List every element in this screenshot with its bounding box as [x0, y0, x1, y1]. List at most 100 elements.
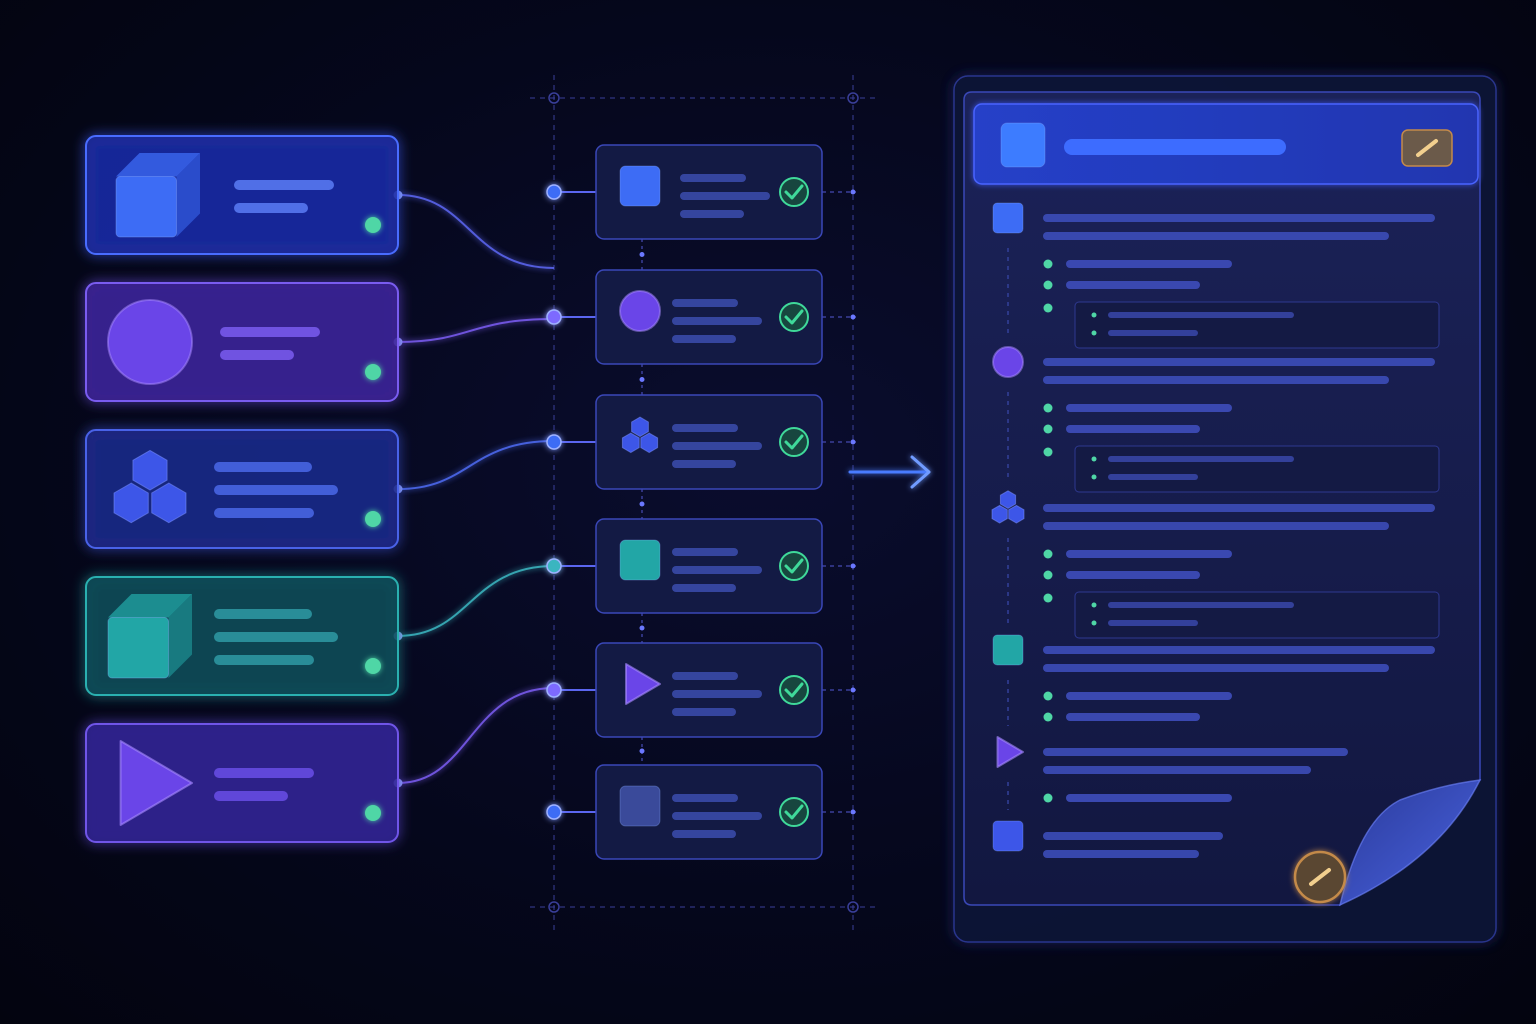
section-heading-line — [1043, 504, 1435, 512]
nested-text-line — [1108, 620, 1198, 626]
square-shape — [992, 820, 1024, 852]
bullet-text-line — [1066, 550, 1232, 558]
section-heading-line — [1043, 376, 1389, 384]
bullet-dot — [1043, 549, 1053, 559]
check-mark — [784, 558, 804, 574]
bullet-text-line — [1066, 692, 1232, 700]
step-output-dot — [850, 563, 856, 569]
square-icon — [992, 202, 1024, 234]
step-card[interactable] — [595, 642, 823, 738]
section-heading-line — [1043, 358, 1435, 366]
hexagon-left — [113, 482, 149, 524]
triangle-shape — [996, 736, 1024, 768]
step-card[interactable] — [595, 144, 823, 240]
cube-icon — [115, 153, 200, 238]
document-section — [992, 634, 1435, 726]
text-placeholder-line — [672, 690, 762, 698]
document-section — [992, 202, 1440, 349]
bullet-dot — [1043, 259, 1053, 269]
step-card[interactable] — [595, 764, 823, 860]
circle-shape — [619, 290, 661, 332]
bullet-text-line — [1066, 404, 1232, 412]
cube-front — [115, 176, 177, 238]
hexagon-top — [132, 449, 168, 491]
nested-bullet-dot — [1091, 620, 1097, 626]
step-card[interactable] — [595, 518, 823, 614]
arrow-head — [910, 455, 931, 489]
grid-crosshair — [548, 92, 560, 104]
source-card[interactable] — [85, 429, 399, 549]
document-sheet — [963, 91, 1481, 906]
source-link — [397, 318, 555, 343]
hexagon-left — [621, 432, 640, 454]
source-link — [397, 565, 555, 637]
bullet-text-line — [1066, 260, 1232, 268]
step-card[interactable] — [595, 394, 823, 490]
section-heading-line — [1043, 766, 1311, 774]
check-ring — [779, 797, 809, 827]
nested-block — [1074, 301, 1440, 349]
source-link — [397, 687, 555, 784]
source-card[interactable] — [85, 282, 399, 402]
text-placeholder-line — [672, 708, 736, 716]
section-heading-line — [1043, 232, 1389, 240]
source-card[interactable] — [85, 723, 399, 843]
bullet-dot — [1043, 447, 1053, 457]
cube-icon — [107, 594, 192, 679]
grid-crosshair — [847, 92, 859, 104]
check-ring — [779, 427, 809, 457]
bus-node — [546, 804, 562, 820]
cube-side — [168, 594, 192, 678]
edit-button[interactable] — [1401, 129, 1453, 167]
circle-icon — [619, 290, 661, 332]
check-mark — [784, 184, 804, 200]
section-heading-line — [1043, 646, 1435, 654]
text-placeholder-line — [672, 794, 738, 802]
circle-shape — [107, 299, 193, 385]
document-section — [996, 736, 1348, 810]
source-card[interactable] — [85, 576, 399, 696]
nested-bullet-dot — [1091, 330, 1097, 336]
bus-node — [546, 682, 562, 698]
text-placeholder-line — [672, 672, 738, 680]
square-shape — [1000, 122, 1046, 168]
bus-node — [546, 558, 562, 574]
section-heading-line — [1043, 664, 1389, 672]
check-ring — [779, 551, 809, 581]
source-card[interactable] — [85, 135, 399, 255]
text-placeholder-line — [214, 462, 312, 472]
bullet-dot — [1043, 280, 1053, 290]
check-circle-icon — [779, 551, 809, 581]
bullet-dot — [1043, 424, 1053, 434]
triangle-shape — [119, 740, 193, 826]
pencil-stroke — [1416, 139, 1438, 157]
step-connector-dot — [639, 625, 645, 631]
section-heading-line — [1043, 850, 1199, 858]
hexagon-right — [151, 482, 187, 524]
text-placeholder-line — [672, 442, 762, 450]
text-placeholder-line — [234, 203, 308, 213]
pencil-icon[interactable] — [1416, 139, 1438, 157]
cube-top — [108, 594, 192, 618]
text-placeholder-line — [214, 632, 338, 642]
hexagon-cluster-icon — [113, 449, 187, 524]
section-heading-line — [1043, 522, 1389, 530]
footer-edit-button[interactable] — [1293, 850, 1347, 904]
pencil-icon[interactable] — [1309, 868, 1331, 886]
bullet-dot — [1043, 403, 1053, 413]
text-placeholder-line — [672, 812, 762, 820]
step-connector-dot — [639, 252, 645, 257]
text-placeholder-line — [672, 566, 762, 574]
text-placeholder-line — [214, 609, 312, 619]
nested-block — [1074, 591, 1440, 639]
nested-text-line — [1108, 312, 1294, 318]
check-circle-icon — [779, 675, 809, 705]
nested-block — [1074, 445, 1440, 493]
square-shape — [992, 202, 1024, 234]
nested-text-line — [1108, 474, 1198, 480]
bullet-text-line — [1066, 571, 1200, 579]
bullet-dot — [1043, 303, 1053, 313]
square-shape — [619, 539, 661, 581]
step-card[interactable] — [595, 269, 823, 365]
